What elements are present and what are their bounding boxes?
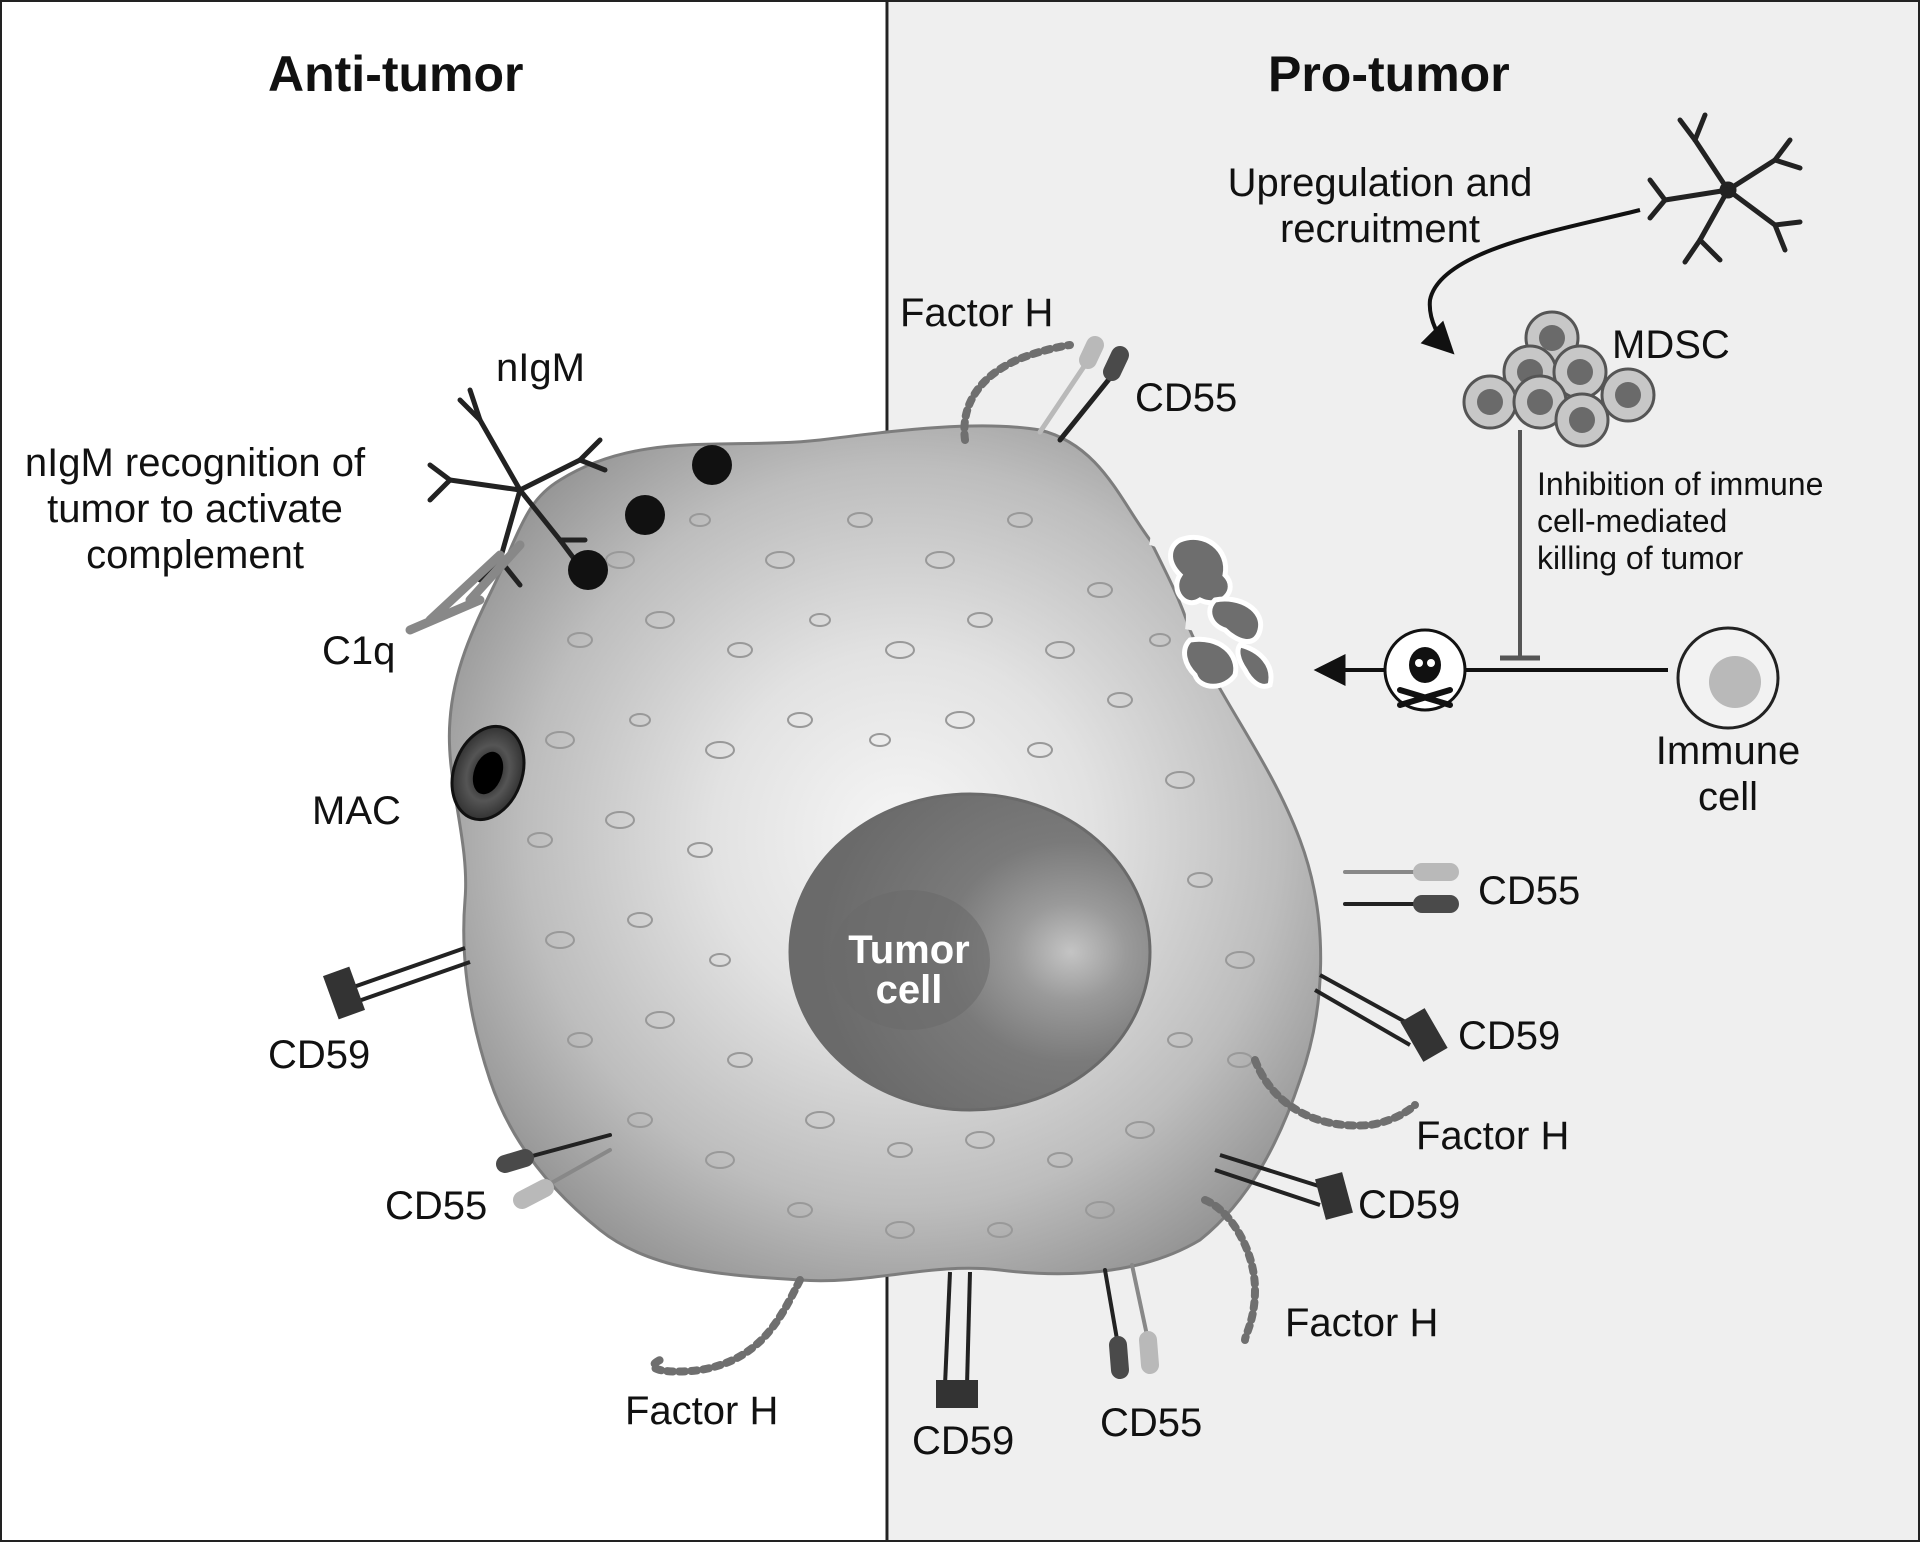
nigm-recognition-label: nIgM recognition of tumor to activate co… bbox=[0, 440, 390, 578]
factor-h-label: Factor H bbox=[1285, 1301, 1439, 1345]
tumor-cell-label-line2: cell bbox=[875, 968, 943, 1012]
factor-h-chain bbox=[960, 341, 1074, 444]
cd55-label: CD55 bbox=[1478, 869, 1581, 913]
c1q-label: C1q bbox=[322, 629, 396, 673]
tumor-cell-label-line1: Tumor bbox=[848, 928, 970, 972]
factor-h-label: Factor H bbox=[900, 291, 1054, 335]
complement-binding-dot bbox=[625, 495, 665, 535]
factor-h-chain bbox=[1201, 1196, 1260, 1344]
immune-cell-line2: cell bbox=[1697, 775, 1759, 819]
pentameric-igm-icon bbox=[1647, 112, 1803, 265]
cd59-receptor bbox=[1214, 1153, 1353, 1220]
cd55-receptor bbox=[1343, 863, 1459, 913]
cd59-label: CD59 bbox=[268, 1033, 371, 1077]
upregulation-arrow bbox=[1420, 208, 1641, 355]
upregulation-line1: Upregulation and bbox=[1227, 161, 1533, 205]
cd59-label: CD59 bbox=[1458, 1014, 1561, 1058]
lysed-tumor-fragments bbox=[1168, 534, 1274, 689]
c1q-molecule bbox=[405, 540, 525, 635]
inhibition-label: Inhibition of immune cell-mediated killi… bbox=[1537, 466, 1823, 576]
mac-label: MAC bbox=[312, 789, 401, 833]
cd55-label: CD55 bbox=[1135, 376, 1238, 420]
inhibition-line3: killing of tumor bbox=[1537, 539, 1744, 576]
nucleolus bbox=[830, 890, 990, 1030]
cd59-receptor bbox=[936, 1271, 978, 1408]
immune-cell bbox=[1676, 626, 1780, 730]
nigm-label: nIgM bbox=[496, 346, 585, 390]
anti-tumor-title: Anti-tumor bbox=[268, 46, 524, 102]
immune-cell-line1: Immune bbox=[1655, 729, 1801, 773]
factor-h-label: Factor H bbox=[1416, 1114, 1570, 1158]
nigm-recognition-line1: nIgM recognition of bbox=[24, 441, 366, 485]
nigm-recognition-line2: tumor to activate bbox=[47, 487, 343, 531]
cd55-label: CD55 bbox=[385, 1184, 488, 1228]
skull-crossbones-icon bbox=[1383, 628, 1467, 712]
inhibition-line2: cell-mediated bbox=[1537, 502, 1728, 539]
cd59-receptor bbox=[1313, 973, 1448, 1062]
mdsc-label: MDSC bbox=[1612, 323, 1730, 367]
cd59-label: CD59 bbox=[912, 1419, 1015, 1463]
nigm-recognition-line3: complement bbox=[86, 533, 304, 577]
upregulation-line2: recruitment bbox=[1279, 207, 1481, 251]
mdsc-cluster bbox=[1462, 310, 1656, 448]
tumor-cell-label: Tumor cell bbox=[800, 930, 1018, 1010]
upregulation-label: Upregulation and recruitment bbox=[1190, 160, 1570, 252]
complement-binding-dot bbox=[568, 550, 608, 590]
cytoplasm-granules bbox=[527, 512, 1255, 1239]
inhibition-line1: Inhibition of immune bbox=[1537, 466, 1824, 502]
immune-cell-label: Immune cell bbox=[1628, 728, 1828, 820]
factor-h-chain bbox=[1251, 1056, 1419, 1130]
factor-h-chain bbox=[649, 1276, 804, 1376]
cd55-receptor bbox=[1103, 1263, 1159, 1379]
cd55-receptor bbox=[1037, 336, 1129, 443]
cd59-receptor bbox=[322, 946, 471, 1020]
cd55-receptor bbox=[496, 1133, 612, 1209]
cd55-label: CD55 bbox=[1100, 1401, 1203, 1445]
complement-binding-dot bbox=[692, 445, 732, 485]
mac-pore-icon bbox=[450, 724, 526, 822]
pro-tumor-title: Pro-tumor bbox=[1268, 46, 1510, 102]
cd59-label: CD59 bbox=[1358, 1183, 1461, 1227]
factor-h-label: Factor H bbox=[625, 1389, 779, 1433]
